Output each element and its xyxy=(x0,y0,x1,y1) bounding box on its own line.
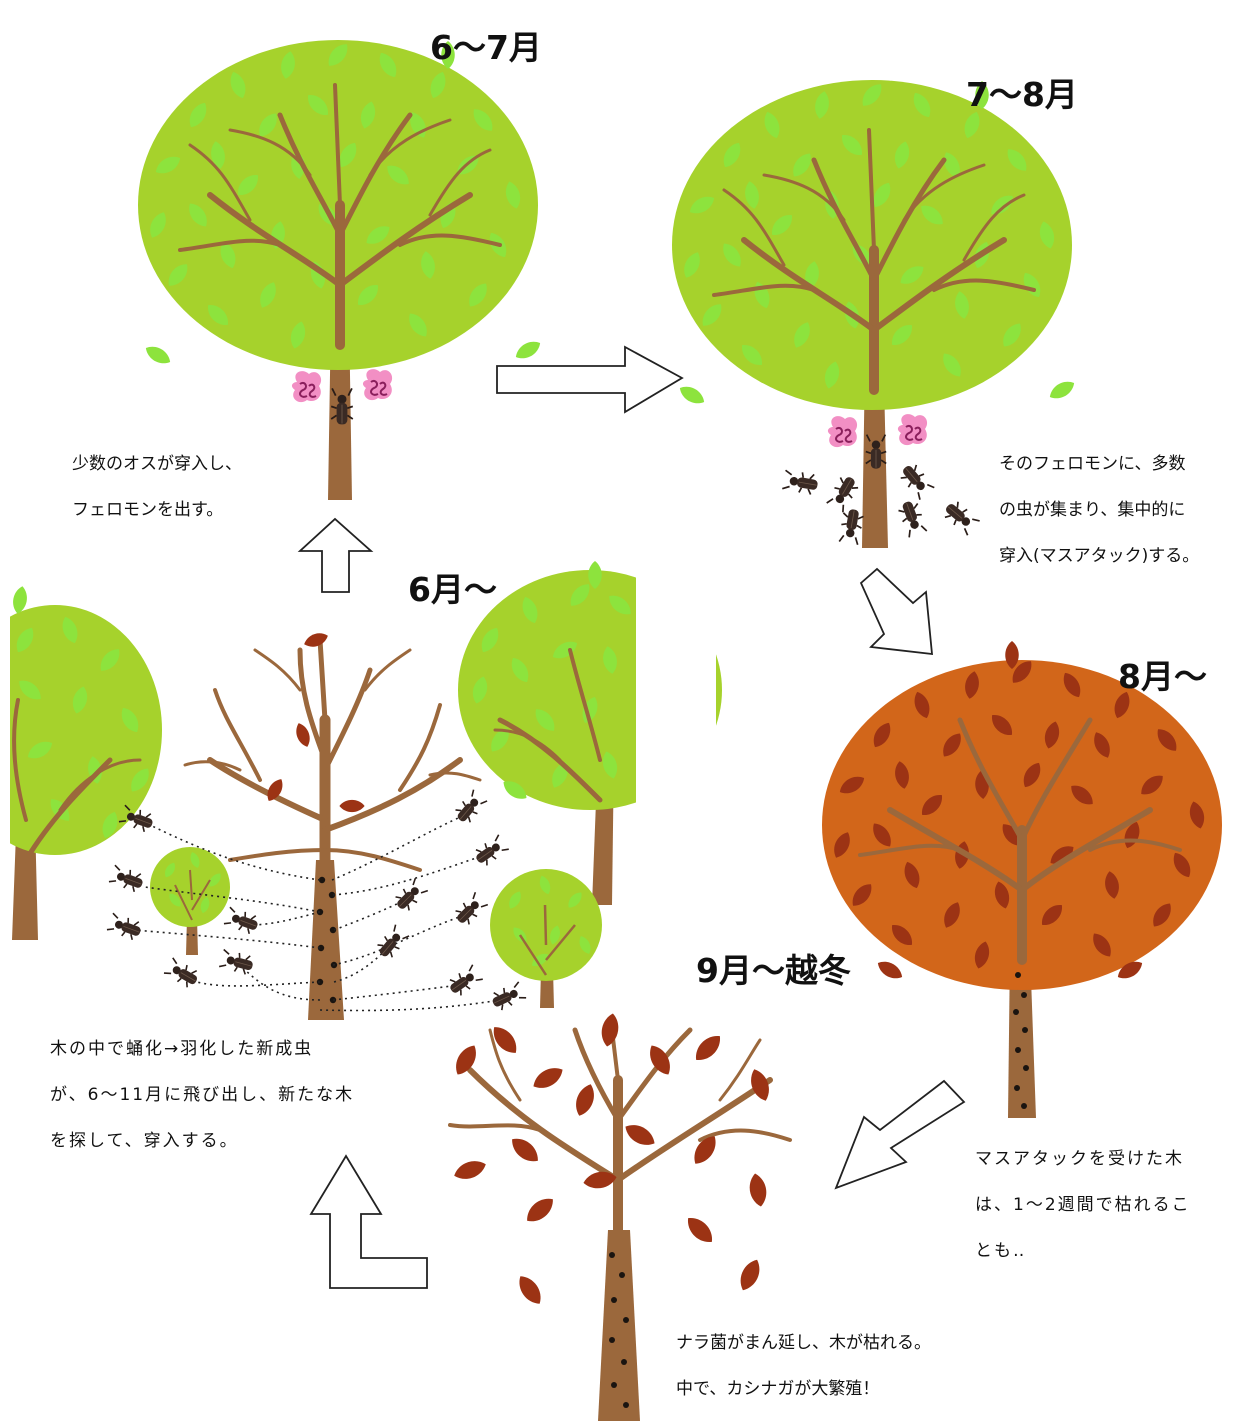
caption-line: 木の中で蛹化→羽化した新成虫 xyxy=(50,1039,314,1059)
stage4-tree xyxy=(448,1012,792,1421)
stage3-tree xyxy=(822,641,1222,1118)
caption-line: そのフェロモンに、多数 xyxy=(999,454,1186,474)
arrow-up xyxy=(297,517,374,593)
stage5-caption: 木の中で蛹化→羽化した新成虫 が、6～11月に飛び出し、新たな木 を探して、穿入… xyxy=(50,1026,354,1164)
stage1-caption: 少数のオスが穿入し、 フェロモンを出す。 xyxy=(72,441,242,533)
caption-line: フェロモンを出す。 xyxy=(72,500,224,520)
stage4-boreholes xyxy=(609,1252,629,1408)
stage3-month-label: 8月～ xyxy=(1118,657,1207,696)
caption-line: 中で、カシナガが大繁殖！ xyxy=(676,1379,880,1399)
stage5-month-label: 6月～ xyxy=(408,570,497,609)
caption-line: とも‥ xyxy=(975,1241,1027,1261)
stage5-forest xyxy=(0,560,722,1020)
emergence-paths xyxy=(134,814,501,1012)
caption-line: は、1～2週間で枯れるこ xyxy=(975,1195,1191,1215)
stage4-month-label: 9月～越冬 xyxy=(696,951,851,990)
stage2-caption: そのフェロモンに、多数 の虫が集まり、集中的に 穿入(マスアタック)する。 xyxy=(999,441,1199,579)
stage2-month-label: 7～8月 xyxy=(966,75,1078,114)
stage3-boreholes xyxy=(1013,972,1029,1109)
arrow-down-left xyxy=(834,1079,966,1190)
stage1-tree xyxy=(138,40,543,500)
caption-line: 少数のオスが穿入し、 xyxy=(72,454,242,474)
arrow-down-right xyxy=(859,567,934,656)
stage1-month-label: 6～7月 xyxy=(430,28,542,67)
stage4-caption: ナラ菌がまん延し、木が枯れる。 中で、カシナガが大繁殖！ xyxy=(676,1320,931,1412)
caption-line: が、6～11月に飛び出し、新たな木 xyxy=(50,1085,355,1105)
caption-line: マスアタックを受けた木 xyxy=(975,1149,1184,1169)
stage2-tree xyxy=(672,80,1077,548)
caption-line: ナラ菌がまん延し、木が枯れる。 xyxy=(676,1333,931,1353)
arrow-right xyxy=(496,345,684,414)
flow-arrow-icon xyxy=(297,345,966,1289)
arrow-up-elbow xyxy=(309,1154,428,1289)
caption-line: の虫が集まり、集中的に xyxy=(999,500,1186,520)
caption-line: を探して、穿入する。 xyxy=(50,1131,239,1151)
caption-line: 穿入(マスアタック)する。 xyxy=(999,546,1200,566)
stage3-caption: マスアタックを受けた木 は、1～2週間で枯れるこ とも‥ xyxy=(975,1136,1191,1274)
